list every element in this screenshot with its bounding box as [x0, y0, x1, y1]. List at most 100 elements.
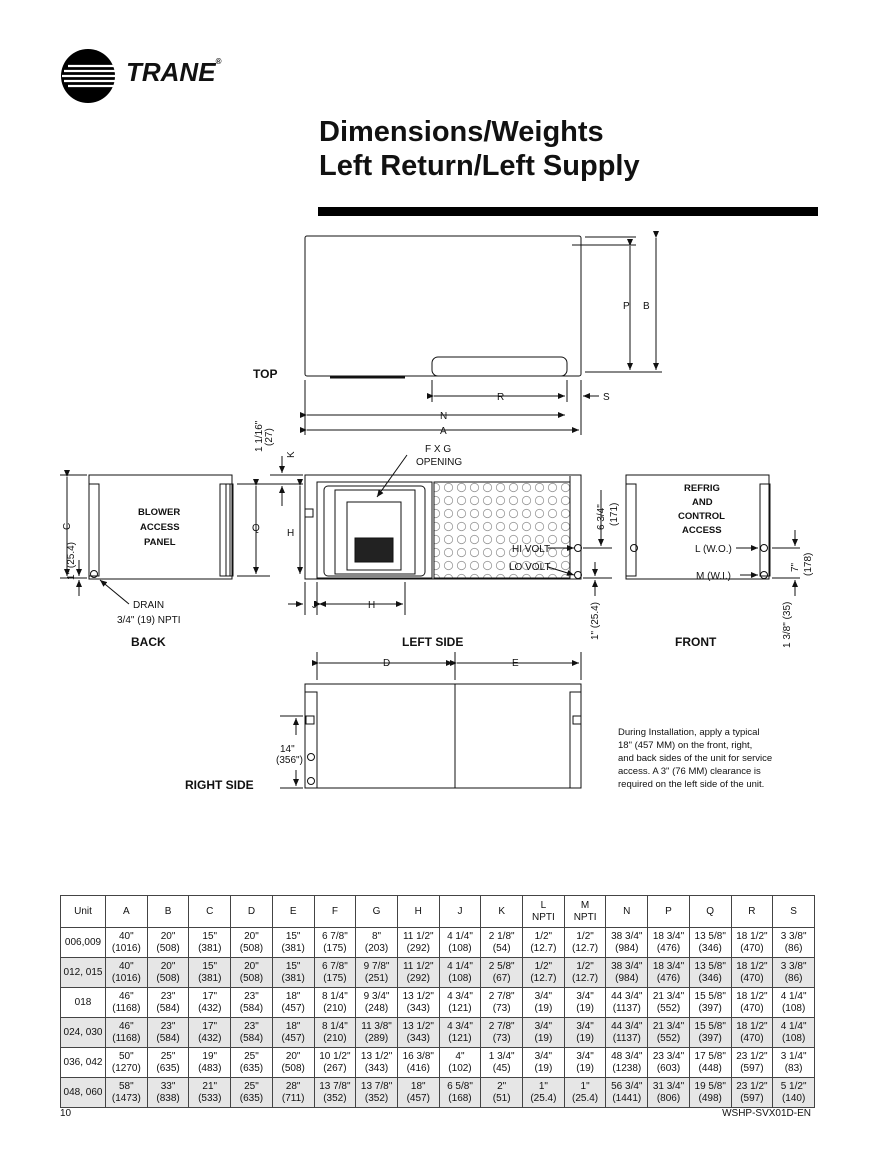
dim-label-1-1-16: 1 1/16" [254, 420, 265, 452]
table-cell: 25"(635) [230, 1047, 273, 1078]
table-cell: 4 3/4"(121) [438, 1017, 482, 1048]
table-cell: 9 7/8"(251) [355, 957, 398, 988]
table-cell: 18"(457) [271, 1017, 315, 1048]
table-cell: 4"(102) [438, 1047, 482, 1078]
table-cell: 6 5/8"(168) [438, 1077, 482, 1108]
table-cell: 15"(381) [271, 927, 315, 958]
table-cell: 4 3/4"(121) [438, 987, 482, 1018]
column-header: A [105, 895, 148, 928]
page-title: Dimensions/Weights Left Return/Left Supp… [319, 115, 640, 183]
table-cell: 15"(381) [188, 957, 232, 988]
table-cell: 50"(1270) [105, 1047, 148, 1078]
table-cell: 4 1/4"(108) [772, 987, 815, 1018]
table-cell: 3/4"(19) [563, 1017, 607, 1048]
table-cell: 13 7/8"(352) [313, 1077, 357, 1108]
installation-note: During Installation, apply a typical 18"… [618, 727, 772, 790]
table-cell: 3 3/8"(86) [772, 927, 815, 958]
title-line-2: Left Return/Left Supply [319, 150, 640, 182]
dim-label-k: K [286, 451, 297, 458]
label-fxg: F X G [425, 444, 451, 455]
table-cell: 46"(1168) [105, 987, 148, 1018]
table-cell: 23"(584) [146, 987, 190, 1018]
dim-label-s: S [603, 392, 610, 403]
dimension-drawing: TOP P B R S N A F X G OPENING 1 1/16" (2… [60, 231, 814, 792]
table-cell: 18 1/2"(470) [730, 927, 774, 958]
table-cell: 13 1/2"(343) [396, 1017, 440, 1048]
dim-label-h-vert: H [287, 528, 294, 539]
table-cell: 33"(838) [146, 1077, 190, 1108]
view-label-front: FRONT [675, 635, 717, 649]
dim-label-j: J [312, 600, 317, 611]
dim-label-14: 14" [280, 744, 295, 755]
table-cell: 6 7/8"(175) [313, 927, 357, 958]
table-cell: 18 1/2"(470) [730, 1017, 774, 1048]
table-cell: 18"(457) [396, 1077, 440, 1108]
table-cell: 25"(635) [230, 1077, 273, 1108]
refrig-label-2: AND [692, 497, 713, 508]
view-label-back: BACK [131, 635, 166, 649]
dim-label-h: H [368, 600, 375, 611]
label-hi-volt: HI VOLT [512, 544, 550, 555]
table-cell: 18 3/4"(476) [647, 957, 690, 988]
unit-cell: 012, 015 [60, 957, 106, 988]
table-cell: 23 1/2"(597) [730, 1047, 774, 1078]
table-cell: 1"(25.4) [522, 1077, 565, 1108]
dim-label-1in-back: 1" (25.4) [66, 542, 77, 580]
table-cell: 1/2"(12.7) [563, 957, 607, 988]
unit-cell: 006,009 [60, 927, 106, 958]
table-cell: 40"(1016) [105, 957, 148, 988]
table-cell: 1/2"(12.7) [522, 957, 565, 988]
title-rule [318, 207, 818, 216]
dim-label-171: (171) [609, 503, 620, 526]
table-cell: 23 3/4"(603) [647, 1047, 690, 1078]
table-cell: 58"(1473) [105, 1077, 148, 1108]
note-line-3: and back sides of the unit for service [618, 753, 772, 764]
table-cell: 21"(533) [188, 1077, 232, 1108]
table-cell: 15 5/8"(397) [688, 1017, 732, 1048]
title-line-1: Dimensions/Weights [319, 116, 604, 148]
table-cell: 2 7/8"(73) [480, 987, 524, 1018]
dim-label-c: C [62, 523, 73, 530]
table-cell: 16 3/8"(416) [396, 1047, 440, 1078]
table-cell: 3 1/4"(83) [772, 1047, 815, 1078]
table-cell: 11 1/2"(292) [396, 957, 440, 988]
right-side-outline [304, 683, 582, 789]
table-cell: 11 3/8"(289) [355, 1017, 398, 1048]
table-cell: 20"(508) [271, 1047, 315, 1078]
table-cell: 31 3/4"(806) [647, 1077, 690, 1108]
table-cell: 4 1/4"(108) [772, 1017, 815, 1048]
table-cell: 23 1/2"(597) [730, 1077, 774, 1108]
dim-label-356: (356") [276, 755, 303, 766]
left-side-outline [304, 474, 582, 580]
table-cell: 2 7/8"(73) [480, 1017, 524, 1048]
column-header: E [271, 895, 315, 928]
table-cell: 3/4"(19) [522, 1047, 565, 1078]
table-cell: 13 7/8"(352) [355, 1077, 398, 1108]
dim-label-n: N [440, 411, 447, 422]
label-l-wo: L (W.O.) [695, 544, 732, 555]
dim-label-178: (178) [803, 553, 814, 576]
table-cell: 4 1/4"(108) [438, 927, 482, 958]
table-cell: 10 1/2"(267) [313, 1047, 357, 1078]
unit-cell: 018 [60, 987, 106, 1018]
top-view-flange [431, 356, 568, 377]
column-header: H [396, 895, 440, 928]
table-cell: 8"(203) [355, 927, 398, 958]
document-code: WSHP-SVX01D-EN [722, 1108, 811, 1119]
blower-label-1: BLOWER [138, 507, 180, 518]
table-cell: 17 5/8"(448) [688, 1047, 732, 1078]
table-cell: 38 3/4"(984) [605, 957, 649, 988]
table-cell: 8 1/4"(210) [313, 987, 357, 1018]
blower-label-3: PANEL [144, 537, 176, 548]
table-cell: 1/2"(12.7) [522, 927, 565, 958]
label-lo-volt: LO VOLT [509, 562, 551, 573]
table-cell: 56 3/4"(1441) [605, 1077, 649, 1108]
